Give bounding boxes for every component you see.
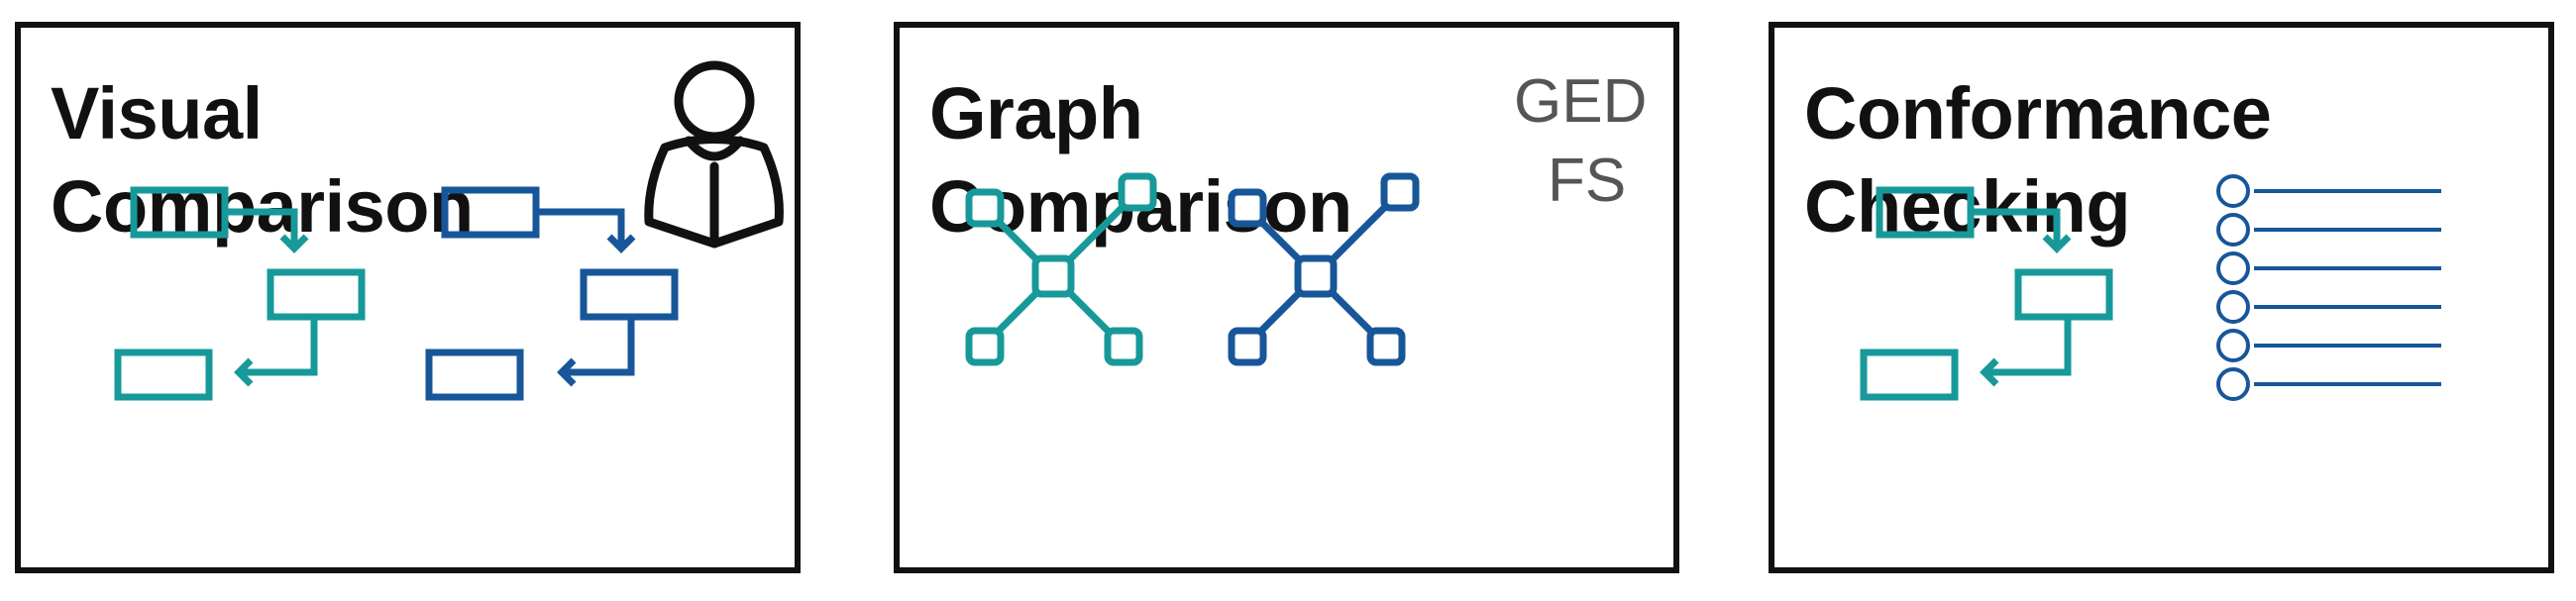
process-step-box [114, 349, 213, 401]
graph-node [1380, 172, 1420, 212]
panel-title: Visual Comparison [51, 67, 474, 253]
graph-comparison-graphic [965, 172, 1420, 366]
graph-node [1294, 254, 1338, 298]
process-step-box [1876, 186, 1975, 239]
process-model-b [425, 186, 679, 401]
process-step-box [130, 186, 229, 239]
process-model-a [1860, 186, 2113, 401]
panel-title-line2: Comparison [51, 165, 474, 248]
flow-arrow [562, 317, 635, 376]
flow-arrow [225, 208, 298, 248]
conformance-checking-graphic [1860, 174, 2441, 401]
conformance-checking-panel: Conformance Checking [1769, 22, 2554, 573]
visual-comparison-graphic [114, 60, 784, 401]
event-log-entry [2216, 213, 2441, 247]
event-log-entry [2216, 290, 2441, 324]
graph-node [1118, 172, 1157, 212]
visual-comparison-panel: Visual Comparison [15, 22, 801, 573]
event-log-list [2216, 174, 2441, 401]
process-model-a [114, 186, 366, 401]
panel-title-line1: Visual [51, 72, 263, 154]
graph-node [1031, 254, 1075, 298]
process-step-box [580, 268, 679, 321]
process-step-box [267, 268, 366, 321]
flow-arrow [239, 317, 318, 376]
person-icon [644, 60, 784, 249]
panel-title-line1: Graph [929, 72, 1143, 154]
flow-arrow [1985, 317, 2072, 376]
event-log-entry [2216, 329, 2441, 362]
metric-label-fs: FS [1548, 147, 1627, 215]
event-log-entry [2216, 251, 2441, 285]
graph-node [1104, 327, 1143, 366]
event-log-entry [2216, 174, 2441, 208]
star-graph-a [965, 172, 1157, 366]
process-step-box [425, 349, 524, 401]
star-graph-b [1228, 172, 1420, 366]
graph-node [965, 188, 1005, 228]
panel-title-line1: Conformance [1804, 72, 2272, 154]
flow-arrow [536, 208, 625, 248]
process-step-box [441, 186, 540, 239]
flow-arrow [1971, 208, 2061, 248]
event-log-entry [2216, 367, 2441, 401]
process-step-box [2014, 268, 2113, 321]
graph-node [1366, 327, 1406, 366]
graph-node [1228, 188, 1267, 228]
graph-node [965, 327, 1005, 366]
graph-node [1228, 327, 1267, 366]
process-step-box [1860, 349, 1959, 401]
graph-comparison-panel: Graph Comparison GED FS [894, 22, 1679, 573]
metric-label-ged: GED [1514, 67, 1648, 136]
